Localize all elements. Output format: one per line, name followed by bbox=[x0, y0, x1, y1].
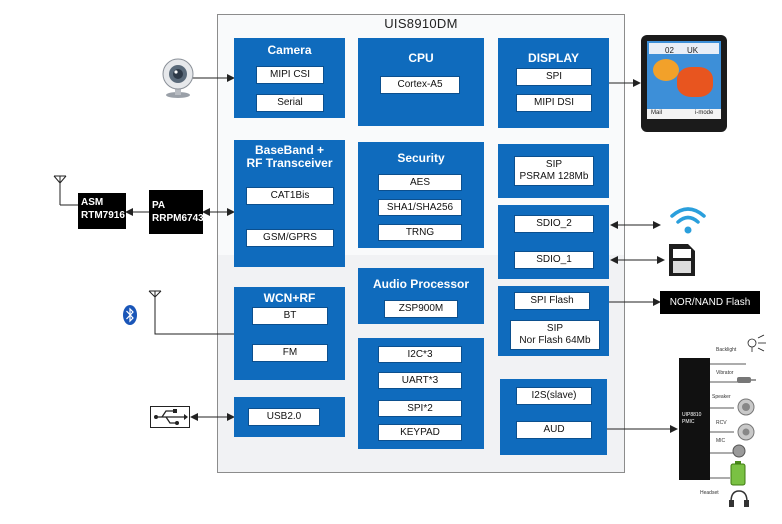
sip-psram-block: SIP PSRAM 128Mb bbox=[498, 144, 609, 198]
gsm-gprs-box: GSM/GPRS bbox=[246, 229, 334, 247]
phone-screen: 02 UK Mail i-mode bbox=[647, 41, 721, 119]
asm-rtm7916: ASM RTM7916 bbox=[78, 193, 126, 229]
spi-display-box: SPI bbox=[516, 68, 592, 86]
wcn-title: WCN+RF bbox=[263, 291, 316, 305]
backlight-icon bbox=[747, 334, 766, 352]
phone-time: 02 bbox=[665, 46, 674, 55]
zsp900m-box: ZSP900M bbox=[384, 300, 458, 318]
trng-box: TRNG bbox=[378, 224, 462, 241]
mic-label: MIC bbox=[716, 438, 726, 444]
spi-flash-block: SPI Flash SIP Nor Flash 64Mb bbox=[498, 286, 609, 356]
vibrator-label: Vibrator bbox=[716, 370, 734, 376]
backlight-label: Backlight bbox=[716, 347, 737, 353]
pa-rrpm6743: PA RRPM6743 bbox=[149, 190, 204, 234]
i2s-slave-box: I2S(slave) bbox=[516, 387, 592, 405]
phone-country: UK bbox=[687, 46, 699, 55]
usb-block: USB2.0 bbox=[234, 397, 345, 437]
display-title: DISPLAY bbox=[528, 51, 579, 65]
sdio-block: SDIO_2 SDIO_1 bbox=[498, 205, 609, 279]
battery-icon bbox=[730, 461, 746, 486]
security-block: Security AES SHA1/SHA256 TRNG bbox=[358, 142, 484, 248]
wifi-icon bbox=[670, 207, 706, 234]
usb-icon bbox=[150, 406, 190, 428]
spi-flash-box: SPI Flash bbox=[514, 292, 590, 310]
bt-antenna-link bbox=[154, 300, 234, 335]
rcv-label: RCV bbox=[716, 420, 727, 426]
i2s-block: I2S(slave) AUD bbox=[500, 379, 607, 455]
baseband-title: BaseBand + RF Transceiver bbox=[246, 143, 333, 170]
baseband-block: BaseBand + RF Transceiver CAT1Bis GSM/GP… bbox=[234, 140, 345, 267]
audio-title: Audio Processor bbox=[372, 277, 470, 291]
peripherals-block: I2C*3 UART*3 SPI*2 KEYPAD bbox=[358, 338, 484, 449]
sha-box: SHA1/SHA256 bbox=[378, 199, 462, 216]
sdio-1-box: SDIO_1 bbox=[514, 251, 594, 269]
vibrator-icon bbox=[737, 377, 756, 383]
sdio-2-box: SDIO_2 bbox=[514, 215, 594, 233]
phone-right-softkey: i-mode bbox=[695, 110, 714, 116]
camera-block: Camera MIPI CSI Serial bbox=[234, 38, 345, 118]
speaker-icon bbox=[737, 398, 755, 416]
phone-softkey-bar bbox=[647, 109, 721, 119]
headset-label: Headset bbox=[700, 490, 719, 496]
aud-box: AUD bbox=[516, 421, 592, 439]
webcam-icon bbox=[162, 58, 194, 98]
headset-icon bbox=[729, 490, 749, 507]
aes-box: AES bbox=[378, 174, 462, 191]
cpu-title: CPU bbox=[408, 51, 434, 65]
i2c-box: I2C*3 bbox=[378, 346, 462, 363]
fm-box: FM bbox=[252, 344, 328, 362]
nor-nand-flash: NOR/NAND Flash bbox=[660, 291, 760, 314]
wcn-block: WCN+RF BT FM bbox=[234, 287, 345, 380]
camera-title: Camera bbox=[267, 43, 312, 57]
speaker-label: Speaker bbox=[712, 394, 731, 400]
antenna-icon bbox=[53, 175, 67, 187]
cpu-block: CPU Cortex-A5 bbox=[358, 38, 484, 126]
sip-psram-box: SIP PSRAM 128Mb bbox=[514, 156, 594, 186]
phone-map-shape bbox=[677, 67, 713, 97]
receiver-icon bbox=[737, 423, 755, 441]
mipi-csi-box: MIPI CSI bbox=[256, 66, 324, 84]
phone-icon: 02 UK Mail i-mode bbox=[641, 35, 727, 132]
bt-box: BT bbox=[252, 307, 328, 325]
cortex-a5-box: Cortex-A5 bbox=[380, 76, 460, 94]
display-block: DISPLAY SPI MIPI DSI bbox=[498, 38, 609, 128]
pmic-name: UIP8810 PMIC bbox=[682, 412, 702, 425]
keypad-box: KEYPAD bbox=[378, 424, 462, 441]
spi-box: SPI*2 bbox=[378, 400, 462, 417]
antenna-icon bbox=[148, 290, 162, 301]
phone-map-shape bbox=[653, 59, 679, 81]
serial-box: Serial bbox=[256, 94, 324, 112]
bluetooth-icon bbox=[123, 305, 137, 325]
usb2-box: USB2.0 bbox=[248, 408, 320, 426]
audio-processor-block: Audio Processor ZSP900M bbox=[358, 268, 484, 324]
phone-status-bar bbox=[649, 43, 719, 54]
sip-nor-flash-box: SIP Nor Flash 64Mb bbox=[510, 320, 600, 350]
security-title: Security bbox=[397, 151, 445, 165]
cat1bis-box: CAT1Bis bbox=[246, 187, 334, 205]
sd-card-icon bbox=[669, 244, 695, 276]
microphone-icon bbox=[732, 444, 746, 458]
mipi-dsi-box: MIPI DSI bbox=[516, 94, 592, 112]
chip-title: UIS8910DM bbox=[384, 16, 458, 31]
uart-box: UART*3 bbox=[378, 372, 462, 389]
pmic-chip: UIP8810 PMIC bbox=[679, 358, 710, 480]
phone-left-softkey: Mail bbox=[651, 110, 663, 116]
